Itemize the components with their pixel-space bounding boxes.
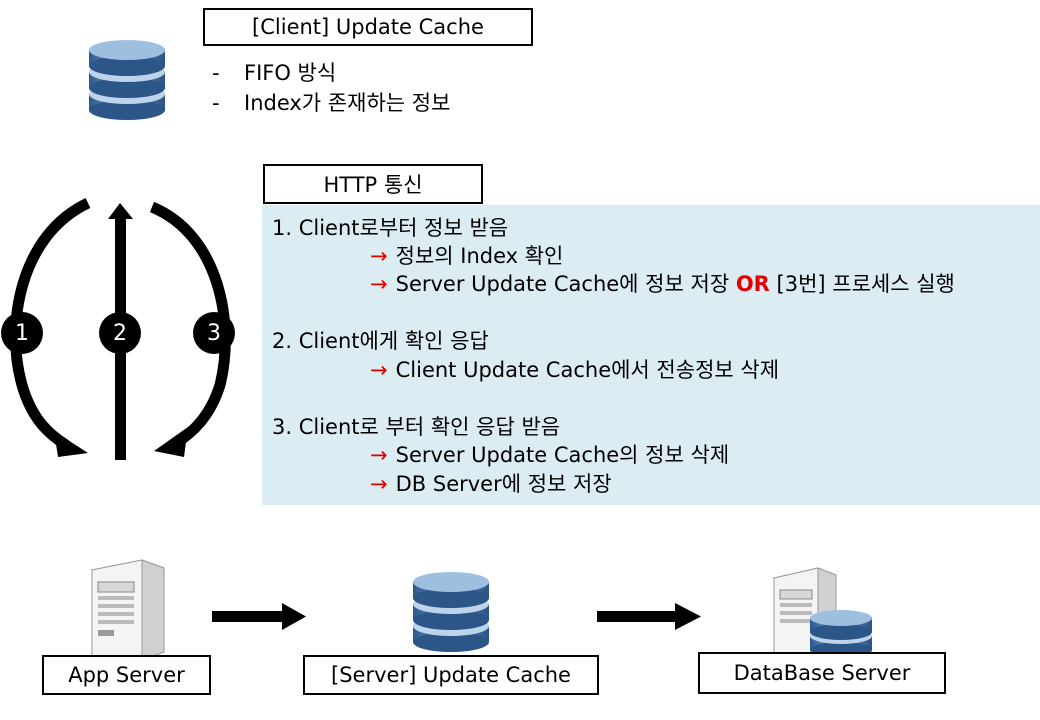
- red-arrow-icon: →: [370, 244, 388, 268]
- app-server-icon: [90, 559, 166, 661]
- bullet-dash: -: [212, 61, 220, 85]
- bullet-text: FIFO 방식: [244, 61, 337, 85]
- step-3-detail-a: → Server Update Cache의 정보 삭제: [370, 440, 729, 470]
- detail-text: 정보의 Index 확인: [395, 244, 564, 268]
- app-server-label: App Server: [42, 655, 211, 695]
- bullet-text: Index가 존재하는 정보: [244, 91, 451, 115]
- server-cache-database-icon: [413, 572, 489, 652]
- step-3-title: 3. Client로 부터 확인 응답 받음: [272, 415, 561, 439]
- detail-text: Server Update Cache의 정보 삭제: [395, 443, 730, 467]
- red-arrow-icon: →: [370, 358, 388, 382]
- bullet-dash: -: [212, 91, 220, 115]
- step-circle-2: 2: [99, 312, 141, 354]
- step-circle-3: 3: [193, 312, 235, 354]
- arrow-head: [54, 431, 88, 457]
- detail-text: [3번] 프로세스 실행: [769, 272, 955, 296]
- arrow-head: [154, 427, 188, 457]
- detail-text: Server Update Cache에 정보 저장: [395, 272, 736, 296]
- right-arrow-icon: [212, 603, 306, 630]
- client-cache-database-icon: [89, 40, 165, 120]
- step-3-detail-b: → DB Server에 정보 저장: [370, 469, 612, 499]
- step-2-detail-a: → Client Update Cache에서 전송정보 삭제: [370, 355, 779, 385]
- http-title: HTTP 통신: [263, 164, 483, 204]
- red-arrow-icon: →: [370, 472, 388, 496]
- curved-arrow-icon: [10, 198, 91, 450]
- step-2-title: 2. Client에게 확인 응답: [272, 329, 489, 353]
- server-cache-label: [Server] Update Cache: [303, 655, 599, 695]
- step-1-title: 1. Client로부터 정보 받음: [272, 216, 509, 240]
- red-arrow-icon: →: [370, 443, 388, 467]
- or-emphasis: OR: [735, 272, 770, 296]
- bullet-item: - Index가 존재하는 정보: [212, 88, 450, 118]
- process-description-panel: 1. Client로부터 정보 받음 → 정보의 Index 확인 → Server…: [262, 205, 1040, 505]
- client-cache-bullets: - FIFO 방식 - Index가 존재하는 정보: [212, 58, 450, 118]
- step-1-detail-b: → Server Update Cache에 정보 저장 OR [3번] 프로세스…: [370, 269, 955, 299]
- detail-text: DB Server에 정보 저장: [395, 472, 612, 496]
- curved-arrow-icon: [149, 201, 231, 448]
- step-1-detail-a: → 정보의 Index 확인: [370, 241, 563, 271]
- arrow-head: [108, 203, 133, 219]
- db-server-label: DataBase Server: [698, 652, 946, 694]
- database-server-icon: [772, 567, 872, 665]
- client-cache-title: [Client] Update Cache: [203, 8, 533, 46]
- red-arrow-icon: →: [370, 272, 388, 296]
- bullet-item: - FIFO 방식: [212, 58, 450, 88]
- right-arrow-icon: [597, 603, 701, 630]
- detail-text: Client Update Cache에서 전송정보 삭제: [395, 358, 780, 382]
- step-circle-1: 1: [1, 312, 43, 354]
